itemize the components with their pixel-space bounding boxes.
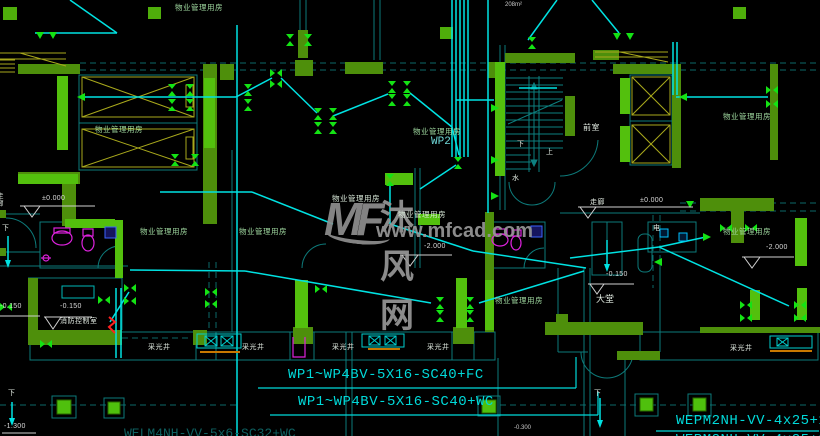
area-label: 208m² [505,2,523,8]
room-label: 物业管理用房 [495,296,543,305]
distribution-panels [61,225,688,334]
corridor-label: 走廊 [0,192,3,207]
lobby-label: 大堂 [596,294,615,304]
light-well-label: 采光井 [730,345,753,352]
stair-treads [506,76,563,172]
wire-arrowheads [5,260,610,428]
elevation-label: -1.300 [4,423,26,430]
feeder-label-bottom: WELM4NH-VV-5x6-SC32+WC [124,426,296,436]
elevation-label: ±0.000 [42,195,66,202]
elevation-label: -2.000 [766,244,788,251]
stair-down-label: 下 [517,141,525,148]
light-well-label: 采光井 [148,344,171,351]
elevation-label: -0.150 [606,271,628,278]
watermark-url: www.mfcad.com [376,220,534,242]
light-well-label: 采光井 [427,344,450,351]
lightwell-sills [200,348,812,353]
column-footings [51,393,712,419]
stair-down-label: 下 [594,390,602,397]
elevation-marks [0,205,794,434]
light-well-label: 采光井 [332,344,355,351]
front-room-label: 前室 [583,123,600,132]
elevation-label: -2.000 [424,243,446,250]
room-label: 物业管理用房 [332,194,380,203]
circuit-leaders [258,357,819,432]
feeder-label-main: WEPM2NH-VV-4x25+1x [676,413,820,429]
room-label: 物业管理用房 [239,227,287,236]
elevation-label: -0.150 [0,303,22,310]
lightwell-windows [196,333,813,349]
room-label: 物业管理用房 [723,112,771,121]
water-label: 水 [512,175,520,182]
stair-down-label: 下 [2,225,10,232]
column-markers-top [3,7,746,39]
stair-down-label: 下 [8,390,16,397]
stair-up-label: 上 [546,149,554,156]
fire-control-room-label: 消防控制室 [60,318,98,325]
room-label: 物业管理用房 [398,210,446,219]
feeder-label-wc: WP1~WP4BV-5X16-SC40+WC [298,394,494,410]
elevation-label: -0.300 [514,425,532,431]
electrical-label: 电 [653,225,661,232]
room-label: 物业管理用房 [413,127,461,136]
elevation-label: ±0.000 [640,197,664,204]
feeder-label-fc: WP1~WP4BV-5X16-SC40+FC [288,367,484,383]
riser-circuit-label: WP2 [431,136,451,148]
light-well-label: 采光井 [242,344,265,351]
elevation-label: -0.150 [60,303,82,310]
room-label: 物业管理用房 [175,3,223,12]
wiring-layer [7,0,790,436]
feeder-label-main-clipped: WEPM2NH-VV-4x25+1x [676,433,820,436]
room-label: 物业管理用房 [140,227,188,236]
watermark-brand: 沐风网 [380,199,417,335]
bathroom-fixtures [41,227,522,358]
corridor-label: 走廊 [590,199,605,206]
wall-bright-bars [18,62,807,330]
room-label: 物业管理用房 [95,125,143,134]
room-label: 物业管理用房 [723,227,771,236]
